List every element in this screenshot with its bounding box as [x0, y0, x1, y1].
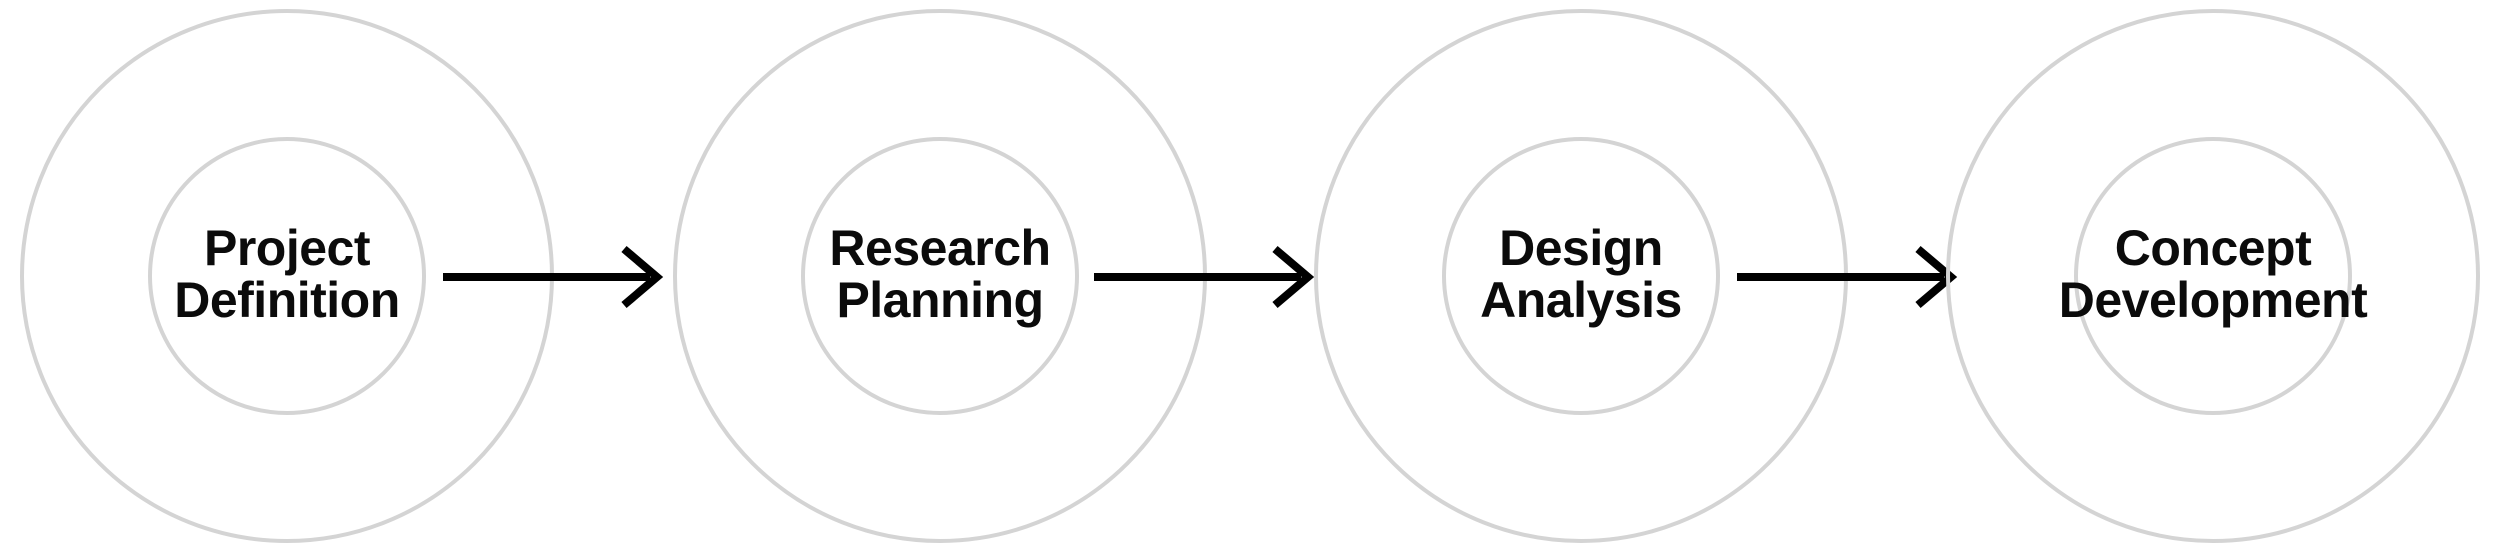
inner-ring-icon-4	[2074, 137, 2352, 415]
flow-arrow-2	[1094, 245, 1315, 309]
outer-ring-icon-4	[1946, 9, 2480, 543]
node-label-1-line2: Definition	[174, 272, 400, 328]
arrow-head-icon-3	[1915, 245, 1958, 309]
node-label-1-line1: Project	[204, 220, 371, 276]
inner-ring-icon-1	[148, 137, 426, 415]
inner-ring-icon-3	[1442, 137, 1720, 415]
inner-ring-icon-2	[801, 137, 1079, 415]
arrow-head-icon-1	[621, 245, 664, 309]
node-label-2-line1: Research	[829, 220, 1050, 276]
node-label-4-line2: Development	[2059, 272, 2368, 328]
process-node-1[interactable]: Project Definition	[20, 9, 554, 543]
flow-arrow-3	[1737, 245, 1958, 309]
arrow-head-icon-2	[1272, 245, 1315, 309]
node-label-4-line1: Concept	[2115, 220, 2312, 276]
node-label-3-line2: Analysis	[1480, 272, 1682, 328]
process-node-4[interactable]: Concept Development	[1946, 9, 2480, 543]
node-label-3-line1: Design	[1499, 220, 1663, 276]
node-label-2-line2: Planning	[836, 272, 1043, 328]
flow-arrow-1	[443, 245, 664, 309]
